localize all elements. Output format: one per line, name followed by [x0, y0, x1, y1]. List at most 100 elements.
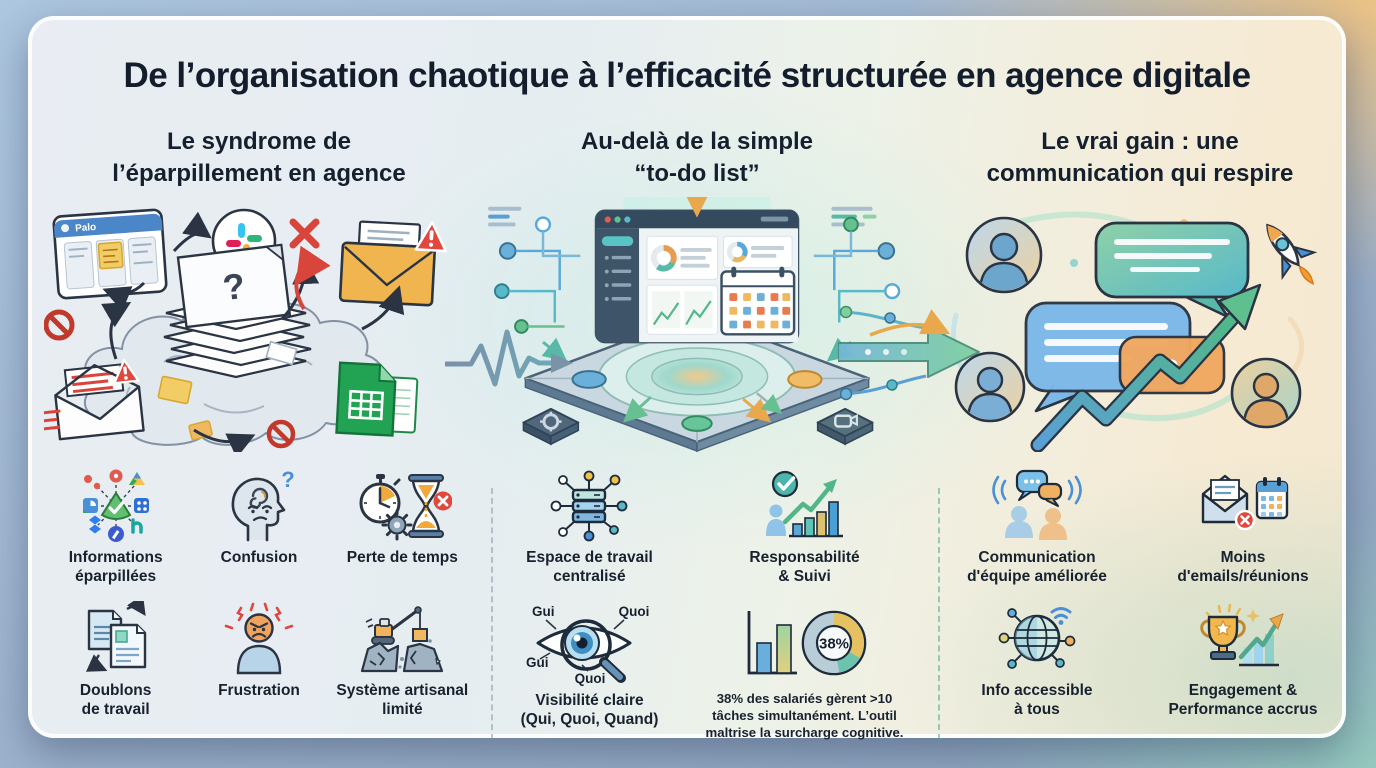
chat-tile: [816, 408, 874, 446]
platform-button-green: [681, 415, 713, 433]
duplicate-docs-icon: [85, 601, 146, 672]
item-label: Espace de travail centralisé: [526, 549, 653, 586]
right-circuit-nodes: [813, 207, 901, 362]
stat-caption: 38% des salariés gèrent >10 tâches simul…: [705, 691, 904, 740]
svg-text:Gui: Gui: [532, 604, 555, 619]
column-benefit-heading: Le vrai gain : une communication qui res…: [986, 128, 1294, 187]
blocked-sign: [44, 309, 75, 341]
stat-donut-icon: 38%: [747, 610, 867, 676]
sticky-note: [157, 376, 193, 405]
chaos-illustration-svg: Palo: [44, 208, 447, 453]
solution-items-grid: Espace de travail centralisé Responsabi: [482, 466, 912, 741]
confused-head-icon: ?: [231, 468, 295, 542]
item-label: Système artisanal limité: [336, 682, 469, 719]
red-loop-arrow: [294, 246, 331, 311]
left-circuit-nodes: [488, 207, 581, 362]
gear-icon: [381, 509, 413, 541]
svg-text:?: ?: [221, 265, 248, 308]
error-badge: [433, 491, 453, 511]
item-confusion: ? Confusion: [218, 466, 300, 587]
gear-tile: [522, 408, 580, 446]
blocked-sign-2: [266, 420, 296, 449]
scattered-apps-icon: [82, 469, 149, 543]
svg-text:?: ?: [281, 468, 294, 492]
dashboard-card-donut: [646, 236, 719, 281]
calendar-icon: [1255, 477, 1289, 520]
item-label: Confusion: [220, 549, 298, 567]
frustrated-person-icon: [224, 602, 294, 675]
kanban-board: Palo: [52, 208, 168, 300]
item-label: Responsabilité & Suivi: [749, 549, 860, 586]
chaos-illustration: Palo: [44, 197, 474, 453]
platform-button-blue: [571, 370, 607, 390]
dashboard-card-donut2: [722, 236, 793, 269]
dropbox-icon: [88, 515, 101, 534]
item-label: Perte de temps: [346, 549, 458, 567]
page-title: De l’organisation chaotique à l’efficaci…: [123, 56, 1251, 95]
svg-text:Gui: Gui: [526, 655, 549, 670]
tracking-chart-icon: [765, 471, 843, 538]
team-chat-icon: [992, 470, 1082, 541]
item-label: Informations éparpillées: [68, 549, 163, 586]
eye-magnifier-icon: Gui Quoi Gui Quoi: [526, 604, 649, 686]
platform-illustration: [482, 197, 912, 453]
item-label: Frustration: [218, 682, 300, 700]
alert-email: [338, 220, 447, 307]
svg-text:Palo: Palo: [75, 222, 97, 234]
item-label: Communication d'équipe améliorée: [967, 549, 1107, 586]
avatar-1: [965, 217, 1043, 294]
item-info-accessible: Info accessible à tous: [981, 599, 1093, 720]
column-divider-left: [491, 488, 493, 740]
dashboard-card-charts: [646, 285, 719, 336]
error-cross: [289, 218, 320, 249]
item-scattered-info: Informations éparpillées: [69, 466, 163, 587]
dashboard-calendar: [720, 266, 796, 336]
paper-slip: [265, 341, 298, 366]
flow-transition-arrow: [838, 290, 986, 418]
growth-zigzag-arrow: [1030, 284, 1262, 453]
item-label: Moins d'emails/réunions: [1177, 549, 1309, 586]
problem-items-grid: Informations éparpillées ? Confusion: [44, 466, 474, 720]
warning-badge: [414, 221, 447, 253]
svg-text:38%: 38%: [819, 636, 849, 653]
dashboard-window: [594, 209, 800, 344]
item-responsibility: Responsabilité & Suivi: [749, 466, 860, 587]
wifi-icon: [1050, 607, 1072, 620]
column-solution: Au-delà de la simple “to-do list”: [482, 126, 912, 740]
item-label: Visibilité claire (Qui, Quoi, Quand): [520, 692, 659, 729]
communication-illustration-svg: [950, 211, 1318, 453]
platform-button-orange: [787, 370, 823, 390]
warning-badge-2: [113, 359, 140, 385]
spreadsheet: [335, 361, 419, 438]
communication-illustration: [934, 197, 1346, 453]
drive-icon: [128, 472, 145, 486]
avatar-3: [1230, 358, 1302, 429]
rocket: [1266, 223, 1318, 286]
item-time-loss: Perte de temps: [347, 466, 458, 587]
error-badge: [1234, 510, 1256, 531]
column-benefit: Le vrai gain : une communication qui res…: [934, 126, 1346, 726]
item-visibility: Gui Quoi Gui Quoi Visibilité claire (Qui…: [510, 599, 670, 742]
column-problem: Le syndrome de l’éparpillement en agence…: [44, 126, 474, 726]
column-divider-right: [938, 488, 940, 740]
avatar-2: [954, 352, 1026, 423]
svg-text:Quoi: Quoi: [618, 604, 649, 619]
broken-crane-icon: [361, 606, 444, 673]
paper-stack: ?: [163, 243, 312, 379]
central-server-icon: [551, 470, 628, 542]
item-duplicate-work: Doublons de travail: [75, 599, 157, 720]
item-limited-system: Système artisanal limité: [336, 599, 468, 720]
column-solution-heading: Au-delà de la simple “to-do list”: [580, 128, 814, 187]
item-central-workspace: Espace de travail centralisé: [526, 466, 653, 587]
item-label: Info accessible à tous: [981, 682, 1093, 719]
item-engagement: Engagement & Performance accrus: [1168, 599, 1318, 720]
pulse-transition-arrow: [445, 318, 577, 410]
item-less-emails: Moins d'emails/réunions: [1177, 466, 1309, 587]
time-loss-icon: [359, 474, 453, 541]
item-label: Engagement & Performance accrus: [1168, 682, 1318, 719]
infographic-card: De l’organisation chaotique à l’efficaci…: [28, 16, 1346, 740]
column-problem-heading: Le syndrome de l’éparpillement en agence: [112, 128, 406, 187]
globe-network-icon: [998, 607, 1076, 670]
item-team-communication: Communication d'équipe améliorée: [967, 466, 1107, 587]
platform-illustration-svg: [488, 197, 901, 453]
